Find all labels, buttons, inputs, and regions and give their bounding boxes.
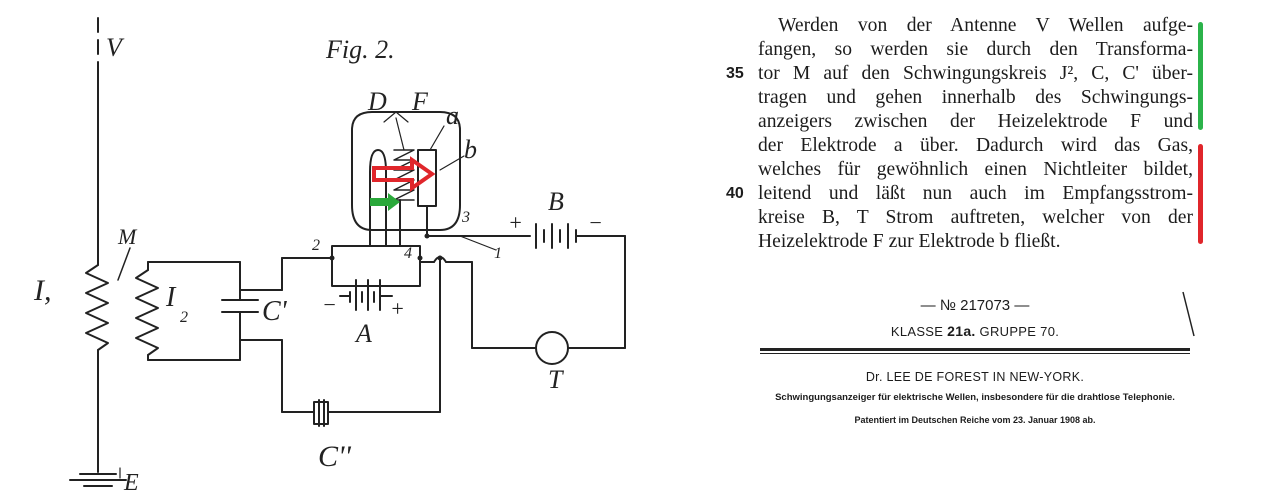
label-node-3: 3	[461, 209, 470, 226]
label-B: B	[548, 187, 564, 216]
label-F: F	[411, 87, 429, 116]
patent-date: Patentiert im Deutschen Reiche vom 23. J…	[854, 415, 1096, 425]
header-rule	[760, 348, 1190, 351]
text-line: welches für gewöhnlich einen Nichtleiter…	[758, 159, 1193, 180]
text-line: tragen und gehen innerhalb des Schwingun…	[758, 87, 1193, 108]
klasse-line: KLASSE 21a. GRUPPE 70.	[760, 323, 1190, 339]
label-C2: C''	[318, 440, 351, 473]
text-line: leitend und läßt nun auch im Empfangsstr…	[758, 183, 1193, 204]
author: Dr. LEE DE FOREST IN NEW-YORK.	[865, 370, 1085, 384]
label-T: T	[548, 365, 564, 394]
klasse-prefix: KLASSE	[890, 324, 944, 339]
label-minus-B: −	[588, 210, 603, 235]
text-line: tor M auf den Schwingungskreis J², C, C'…	[758, 63, 1193, 84]
text-line: kreise B, T Strom auftreten, welcher von…	[758, 207, 1193, 228]
label-node-4: 4	[404, 245, 412, 262]
label-I1: I,	[33, 274, 52, 307]
text-line: Heizelektrode F zur Elektrode b fließt.	[758, 231, 1061, 252]
header-rule-thin	[760, 353, 1190, 354]
patent-subject: Schwingungsanzeiger für elektrische Well…	[775, 392, 1175, 403]
label-node-2: 2	[312, 237, 320, 254]
label-minus-A: −	[322, 292, 337, 317]
label-E: E	[123, 470, 139, 496]
gruppe: GRUPPE 70.	[979, 324, 1060, 339]
red-margin-mark	[1198, 144, 1203, 244]
patent-number: — № 217073 —	[920, 297, 1030, 314]
label-V: V	[106, 33, 125, 62]
label-plus-A: +	[390, 296, 405, 321]
figure-title: Fig. 2.	[325, 35, 395, 64]
line-number: 35	[726, 65, 744, 82]
text-line: anzeigers zwischen der Heizelektrode F u…	[758, 111, 1193, 132]
label-a: a	[446, 101, 459, 130]
text-column: Werden von der Antenne V Wellen aufge- f…	[720, 0, 1288, 501]
edge-mark	[1182, 291, 1195, 337]
label-b: b	[464, 135, 477, 164]
label-D: D	[367, 87, 387, 116]
label-M: M	[117, 224, 138, 249]
label-I2-sub: 2	[180, 309, 188, 326]
green-arrow	[370, 193, 400, 211]
green-margin-mark	[1198, 22, 1203, 130]
line-number: 40	[726, 185, 744, 202]
label-A: A	[354, 319, 372, 348]
red-arrow	[372, 156, 436, 192]
text-line: Werden von der Antenne V Wellen aufge-	[778, 15, 1193, 36]
text-line: fangen, so werden sie durch den Transfor…	[758, 39, 1193, 60]
circuit-diagram: Fig. 2. V M I, I 2 C' C'' E D F a b B A …	[33, 17, 626, 496]
text-line: der Elektrode a über. Dadurch wird das G…	[758, 135, 1193, 156]
label-node-1: 1	[494, 245, 502, 262]
label-plus-B: +	[508, 210, 523, 235]
label-I2: I	[165, 282, 177, 313]
klasse-value: 21a.	[947, 323, 976, 339]
label-C1: C'	[262, 296, 288, 327]
